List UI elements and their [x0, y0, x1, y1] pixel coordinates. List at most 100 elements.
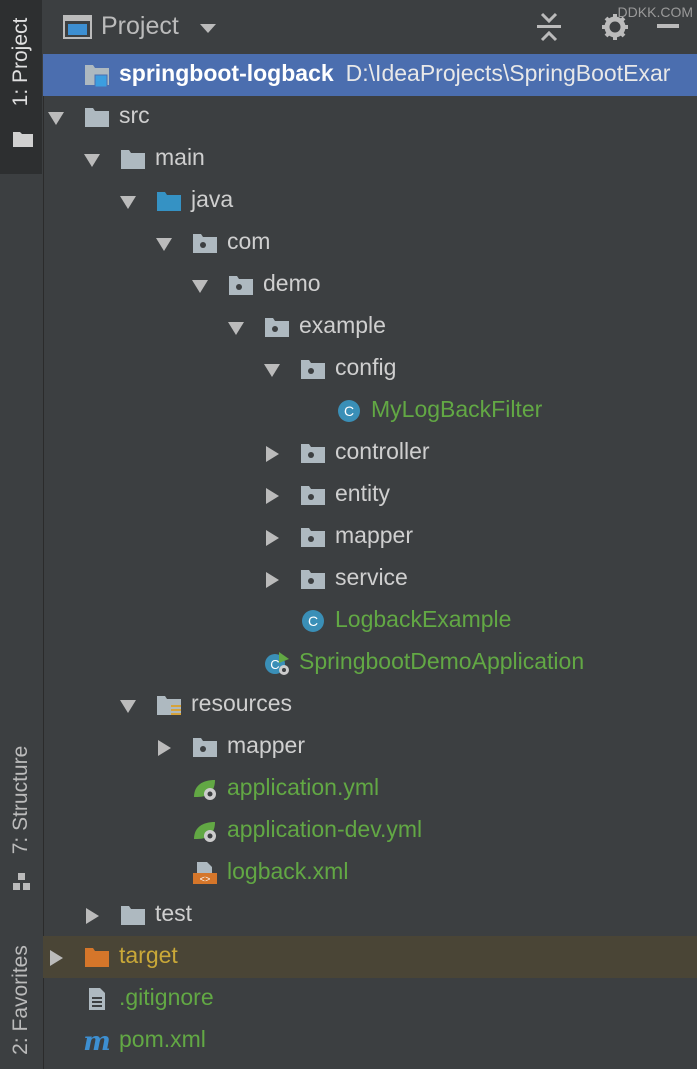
tree-node-label: test	[155, 900, 193, 926]
watermark-text: DDKK.COM	[617, 4, 693, 20]
class-icon: C	[302, 610, 324, 632]
package-icon	[193, 234, 217, 253]
collapse-arrow-icon[interactable]	[83, 907, 101, 925]
folder-icon	[121, 906, 145, 925]
tree-row[interactable]: com	[43, 222, 697, 264]
tree-row[interactable]: C MyLogBackFilter	[43, 390, 697, 432]
tree-node-label: .gitignore	[119, 984, 214, 1010]
svg-text:m: m	[83, 1029, 111, 1053]
project-tool-tab-label: 1: Project	[9, 17, 32, 107]
svg-text:C: C	[308, 613, 318, 629]
project-panel-header: Project DDKK.COM	[43, 0, 697, 55]
svg-text:<>: <>	[200, 875, 211, 885]
text-file-icon	[89, 988, 105, 1010]
tool-window-strip: 1: Project 7: Structure 2: Favorites	[0, 0, 44, 1069]
structure-tool-tab[interactable]: 7: Structure	[0, 730, 42, 905]
tree-row[interactable]: entity	[43, 474, 697, 516]
tree-row[interactable]: example	[43, 306, 697, 348]
package-icon	[229, 276, 253, 295]
tree-row[interactable]: .gitignore	[43, 978, 697, 1020]
favorites-tool-tab-label: 2: Favorites	[9, 945, 32, 1055]
excluded-folder-icon	[85, 948, 109, 967]
tree-node-label: target	[119, 942, 178, 968]
collapse-arrow-icon[interactable]	[263, 529, 281, 547]
module-folder-icon	[85, 65, 109, 87]
tree-node-label: application-dev.yml	[227, 816, 423, 842]
tree-row[interactable]: main	[43, 138, 697, 180]
package-icon	[301, 570, 325, 589]
tree-row[interactable]: controller	[43, 432, 697, 474]
tree-node-label: service	[335, 564, 408, 590]
tree-node-label: resources	[191, 690, 292, 716]
tree-row[interactable]: target	[43, 936, 697, 978]
tree-node-label: controller	[335, 438, 430, 464]
tree-row[interactable]: application.yml	[43, 768, 697, 810]
svg-text:C: C	[270, 657, 279, 672]
tree-node-label: example	[299, 312, 386, 338]
tree-node-label: config	[335, 354, 397, 380]
tree-row[interactable]: config	[43, 348, 697, 390]
package-icon	[301, 486, 325, 505]
tree-node-label: logback.xml	[227, 858, 349, 884]
collapse-all-icon[interactable]	[535, 12, 563, 42]
tree-row[interactable]: service	[43, 558, 697, 600]
expand-arrow-icon[interactable]	[191, 277, 209, 295]
gear-icon[interactable]	[602, 14, 628, 40]
tree-node-label: mapper	[227, 732, 305, 758]
tree-node-label: LogbackExample	[335, 606, 512, 632]
package-icon	[193, 738, 217, 757]
collapse-arrow-icon[interactable]	[263, 445, 281, 463]
resources-folder-icon	[157, 696, 181, 715]
dropdown-arrow-icon[interactable]	[199, 23, 217, 35]
package-icon	[301, 360, 325, 379]
panel-title[interactable]: Project	[101, 12, 179, 40]
tree-row[interactable]: demo	[43, 264, 697, 306]
expand-arrow-icon[interactable]	[83, 151, 101, 169]
expand-arrow-icon[interactable]	[119, 697, 137, 715]
tree-node-label: application.yml	[227, 774, 380, 800]
tree-node-label: demo	[263, 270, 321, 296]
tree-row[interactable]: <> logback.xml	[43, 852, 697, 894]
tree-node-label: MyLogBackFilter	[371, 396, 543, 422]
tree-row[interactable]: mapper	[43, 516, 697, 558]
expand-arrow-icon[interactable]	[227, 319, 245, 337]
tree-row[interactable]: test	[43, 894, 697, 936]
spring-boot-app-icon: C	[265, 652, 289, 675]
tree-node-label: src	[119, 102, 150, 128]
tree-row[interactable]: application-dev.yml	[43, 810, 697, 852]
expand-arrow-icon[interactable]	[263, 361, 281, 379]
class-icon: C	[338, 400, 360, 422]
collapse-arrow-icon[interactable]	[263, 487, 281, 505]
tree-row[interactable]: mapper	[43, 726, 697, 768]
collapse-arrow-icon[interactable]	[47, 949, 65, 967]
collapse-arrow-icon[interactable]	[263, 571, 281, 589]
expand-arrow-icon[interactable]	[47, 109, 65, 127]
source-folder-icon	[157, 192, 181, 211]
spring-config-icon	[194, 822, 216, 842]
folder-icon	[121, 150, 145, 169]
collapse-arrow-icon[interactable]	[155, 739, 173, 757]
tree-node-label: main	[155, 144, 205, 170]
minimize-icon[interactable]	[657, 24, 679, 30]
package-icon	[265, 318, 289, 337]
tree-row[interactable]: resources	[43, 684, 697, 726]
project-path: D:\IdeaProjects\SpringBootExar	[345, 60, 671, 86]
project-view-icon[interactable]	[63, 14, 93, 40]
tree-node-label: mapper	[335, 522, 413, 548]
package-icon	[301, 528, 325, 547]
xml-file-icon: <>	[193, 862, 217, 885]
project-tool-tab[interactable]: 1: Project	[0, 0, 42, 174]
expand-arrow-icon[interactable]	[119, 193, 137, 211]
expand-arrow-icon[interactable]	[155, 235, 173, 253]
tree-row[interactable]: java	[43, 180, 697, 222]
tree-row[interactable]: C LogbackExample	[43, 600, 697, 642]
favorites-tool-tab[interactable]: 2: Favorites	[0, 925, 42, 1069]
tree-row[interactable]: src	[43, 96, 697, 138]
folder-icon	[85, 108, 109, 127]
tree-node-label: entity	[335, 480, 390, 506]
